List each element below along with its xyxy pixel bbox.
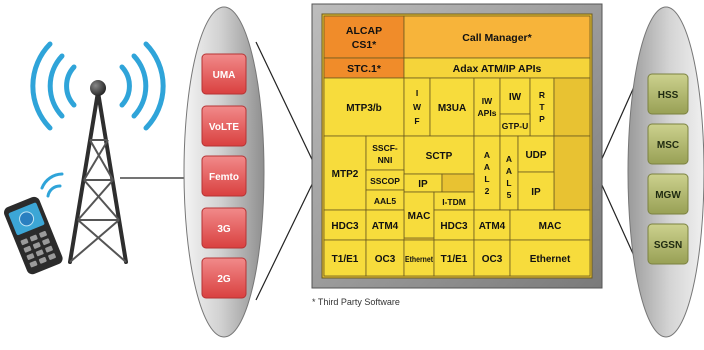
- aal5-char: A: [506, 166, 512, 176]
- mtp3b-label: MTP3/b: [346, 103, 382, 114]
- mac-left-label: MAC: [408, 211, 431, 222]
- aal5-char: A: [506, 154, 512, 164]
- aal2-char: 2: [485, 186, 490, 196]
- rtp-char: T: [539, 102, 545, 112]
- sscf-label-2: NNI: [378, 155, 393, 165]
- pill-label: Femto: [209, 172, 239, 183]
- gtpu-label: GTP-U: [502, 121, 528, 131]
- hdc3-left-label: HDC3: [331, 221, 359, 232]
- filler-cell: [553, 77, 591, 137]
- footnote: * Third Party Software: [312, 297, 400, 307]
- oc3-left-label: OC3: [375, 254, 396, 265]
- mtp3b-cell: [323, 77, 405, 137]
- rtp-char: P: [539, 114, 545, 124]
- pill-label: MGW: [655, 190, 681, 201]
- mac-right-cell: [509, 209, 591, 241]
- call-manager-cell: [403, 15, 591, 59]
- alcap-cell: [323, 15, 405, 59]
- pill-2g: 2G: [201, 257, 247, 299]
- mobile-phone-icon: [4, 196, 63, 275]
- pill-sgsn: SGSN: [647, 223, 689, 265]
- t1e1-left-cell: [323, 239, 367, 277]
- aal2-char: A: [484, 162, 490, 172]
- pill-femto: Femto: [201, 155, 247, 197]
- ethernet-left-cell: [403, 239, 435, 277]
- atm4-right-label: ATM4: [479, 221, 506, 232]
- filler-cell: [441, 173, 475, 193]
- pill-label: MSC: [657, 140, 679, 151]
- right-pill-list: HSS MSC MGW SGSN: [647, 73, 689, 265]
- adax-apis-label: Adax ATM/IP APIs: [453, 63, 542, 75]
- protocol-stack: ALCAP CS1* Call Manager* STC.1* Adax ATM…: [311, 3, 603, 289]
- iwf-char: I: [416, 88, 418, 98]
- pill-volte: VoLTE: [201, 105, 247, 147]
- ethernet-right-label: Ethernet: [530, 254, 571, 265]
- udp-cell: [517, 135, 555, 173]
- pill-label: 2G: [217, 274, 231, 285]
- sctp-label: SCTP: [426, 151, 453, 162]
- iw-label: IW: [509, 92, 522, 103]
- aal2-char: A: [484, 150, 490, 160]
- iw-apis-cell: [473, 77, 501, 137]
- aal2-char: L: [484, 174, 489, 184]
- aal5-char: 5: [507, 190, 512, 200]
- ip-right-label: IP: [531, 187, 541, 198]
- atm4-left-label: ATM4: [372, 221, 399, 232]
- pill-mgw: MGW: [647, 173, 689, 215]
- sscf-label: SSCF-: [372, 143, 398, 153]
- phone-signal-icon: [40, 172, 64, 198]
- pill-3g: 3G: [201, 207, 247, 249]
- udp-label: UDP: [525, 150, 546, 161]
- iw-apis-label: IW: [482, 96, 493, 106]
- right-oval-panel: [627, 6, 704, 338]
- t1e1-left-label: T1/E1: [332, 254, 359, 265]
- rtp-char: R: [539, 90, 545, 100]
- left-pill-list: UMA VoLTE Femto 3G 2G: [201, 53, 247, 299]
- oc3-right-label: OC3: [482, 254, 503, 265]
- aal5-char: L: [506, 178, 511, 188]
- t1e1-right-cell: [433, 239, 475, 277]
- iwf-char: F: [414, 116, 419, 126]
- aal2-cell: [473, 135, 501, 211]
- aal5-label: AAL5: [374, 196, 396, 206]
- pill-label: 3G: [217, 224, 231, 235]
- cell-tower-icon: [30, 41, 166, 264]
- pill-hss: HSS: [647, 73, 689, 115]
- oc3-left-cell: [365, 239, 405, 277]
- hdc3-right-cell: [433, 209, 475, 241]
- mtp2-label: MTP2: [332, 169, 359, 180]
- t1e1-right-label: T1/E1: [441, 254, 468, 265]
- alcap-label-2: CS1*: [352, 39, 377, 51]
- pill-label: UMA: [213, 70, 236, 81]
- pill-label: VoLTE: [209, 122, 240, 133]
- stc1-label: STC.1*: [347, 63, 382, 75]
- filler-cell: [553, 135, 591, 211]
- iwf-cell: [403, 77, 431, 137]
- ethernet-left-label: Ethernet: [405, 254, 433, 264]
- pill-uma: UMA: [201, 53, 247, 95]
- sctp-cell: [403, 135, 475, 175]
- iwf-char: W: [413, 102, 422, 112]
- pill-label: SGSN: [654, 240, 682, 251]
- ethernet-right-cell: [509, 239, 591, 277]
- iw-apis-label-2: APIs: [478, 108, 497, 118]
- alcap-label: ALCAP: [346, 25, 382, 37]
- hdc3-right-label: HDC3: [440, 221, 468, 232]
- sscop-label: SSCOP: [370, 176, 400, 186]
- atm4-right-cell: [473, 209, 511, 241]
- ip-left-label: IP: [418, 179, 428, 190]
- call-manager-label: Call Manager*: [462, 32, 532, 44]
- m3ua-label: M3UA: [438, 103, 466, 114]
- oc3-right-cell: [473, 239, 511, 277]
- pill-label: HSS: [658, 90, 679, 101]
- itdm-label: I-TDM: [442, 197, 466, 207]
- mac-right-label: MAC: [539, 221, 562, 232]
- pill-msc: MSC: [647, 123, 689, 165]
